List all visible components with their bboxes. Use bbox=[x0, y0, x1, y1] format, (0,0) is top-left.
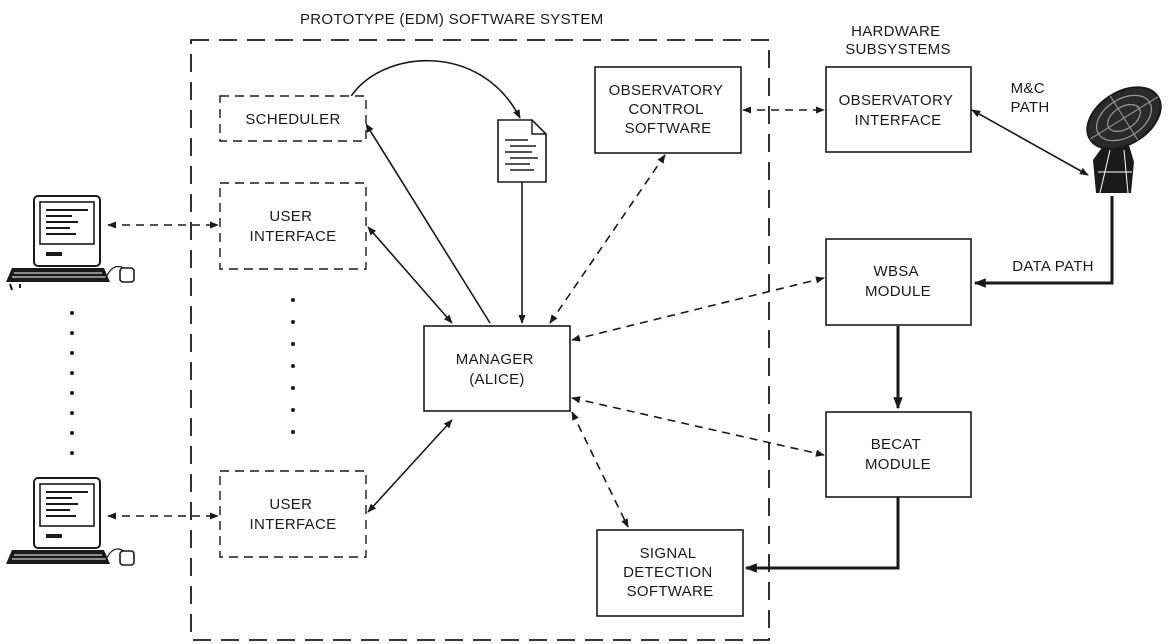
document-icon bbox=[497, 119, 547, 183]
mc-path-label: M&C PATH bbox=[1011, 80, 1050, 116]
workstation-bottom-icon bbox=[6, 477, 135, 566]
wbsa-module-label: WBSA MODULE bbox=[865, 263, 931, 300]
observatory-interface-label: OBSERVATORY INTERFACE bbox=[839, 92, 958, 129]
ui-bottom-manager-arrow bbox=[367, 419, 453, 513]
connectors bbox=[107, 59, 1114, 573]
user-interface-top-box: USER INTERFACE bbox=[219, 182, 367, 270]
becat-module-label: BECAT MODULE bbox=[865, 436, 931, 473]
ui-top-manager-arrow bbox=[367, 226, 453, 324]
data-path-arrow bbox=[973, 196, 1114, 288]
scheduler-label: SCHEDULER bbox=[245, 111, 340, 128]
manager-observatory-control-arrow bbox=[549, 154, 666, 324]
manager-becat-arrow bbox=[571, 396, 825, 457]
wbsa-module-box: WBSA MODULE bbox=[825, 238, 972, 326]
hardware-title-line-2: SUBSYSTEMS bbox=[845, 41, 951, 58]
ellipsis-dots-inner bbox=[291, 298, 295, 434]
user-interface-bottom-box: USER INTERFACE bbox=[219, 470, 367, 558]
scheduler-to-document-arrow bbox=[349, 59, 521, 119]
hardware-title-line-1: HARDWARE bbox=[851, 23, 940, 40]
data-path-label: DATA PATH bbox=[1012, 258, 1094, 275]
manager-label: MANAGER (ALICE) bbox=[456, 351, 538, 388]
signal-detection-label: SIGNAL DETECTION SOFTWARE bbox=[623, 545, 717, 600]
user-interface-bottom-label: USER INTERFACE bbox=[250, 496, 337, 533]
observatory-interface-box: OBSERVATORY INTERFACE bbox=[825, 66, 972, 153]
scheduler-box: SCHEDULER bbox=[219, 95, 367, 142]
manager-to-scheduler-arrow bbox=[365, 123, 491, 324]
becat-module-box: BECAT MODULE bbox=[825, 411, 972, 498]
system-title: PROTOTYPE (EDM) SOFTWARE SYSTEM bbox=[300, 11, 603, 28]
manager-signal-detection-arrow bbox=[571, 411, 629, 528]
radio-telescope-icon bbox=[1086, 86, 1162, 194]
observatory-control-label: OBSERVATORY CONTROL SOFTWARE bbox=[609, 82, 728, 137]
manager-wbsa-arrow bbox=[571, 276, 825, 342]
signal-detection-box: SIGNAL DETECTION SOFTWARE bbox=[596, 529, 744, 617]
observatory-control-box: OBSERVATORY CONTROL SOFTWARE bbox=[594, 66, 742, 154]
mc-path-arrow bbox=[971, 109, 1089, 176]
manager-box: MANAGER (ALICE) bbox=[423, 325, 571, 412]
ellipsis-dots-outer bbox=[70, 311, 74, 455]
workstation-top-icon bbox=[6, 195, 135, 291]
user-interface-top-label: USER INTERFACE bbox=[250, 208, 337, 245]
becat-to-signal-detection-arrow bbox=[744, 497, 900, 573]
hardware-title: HARDWARE SUBSYSTEMS bbox=[845, 23, 951, 58]
